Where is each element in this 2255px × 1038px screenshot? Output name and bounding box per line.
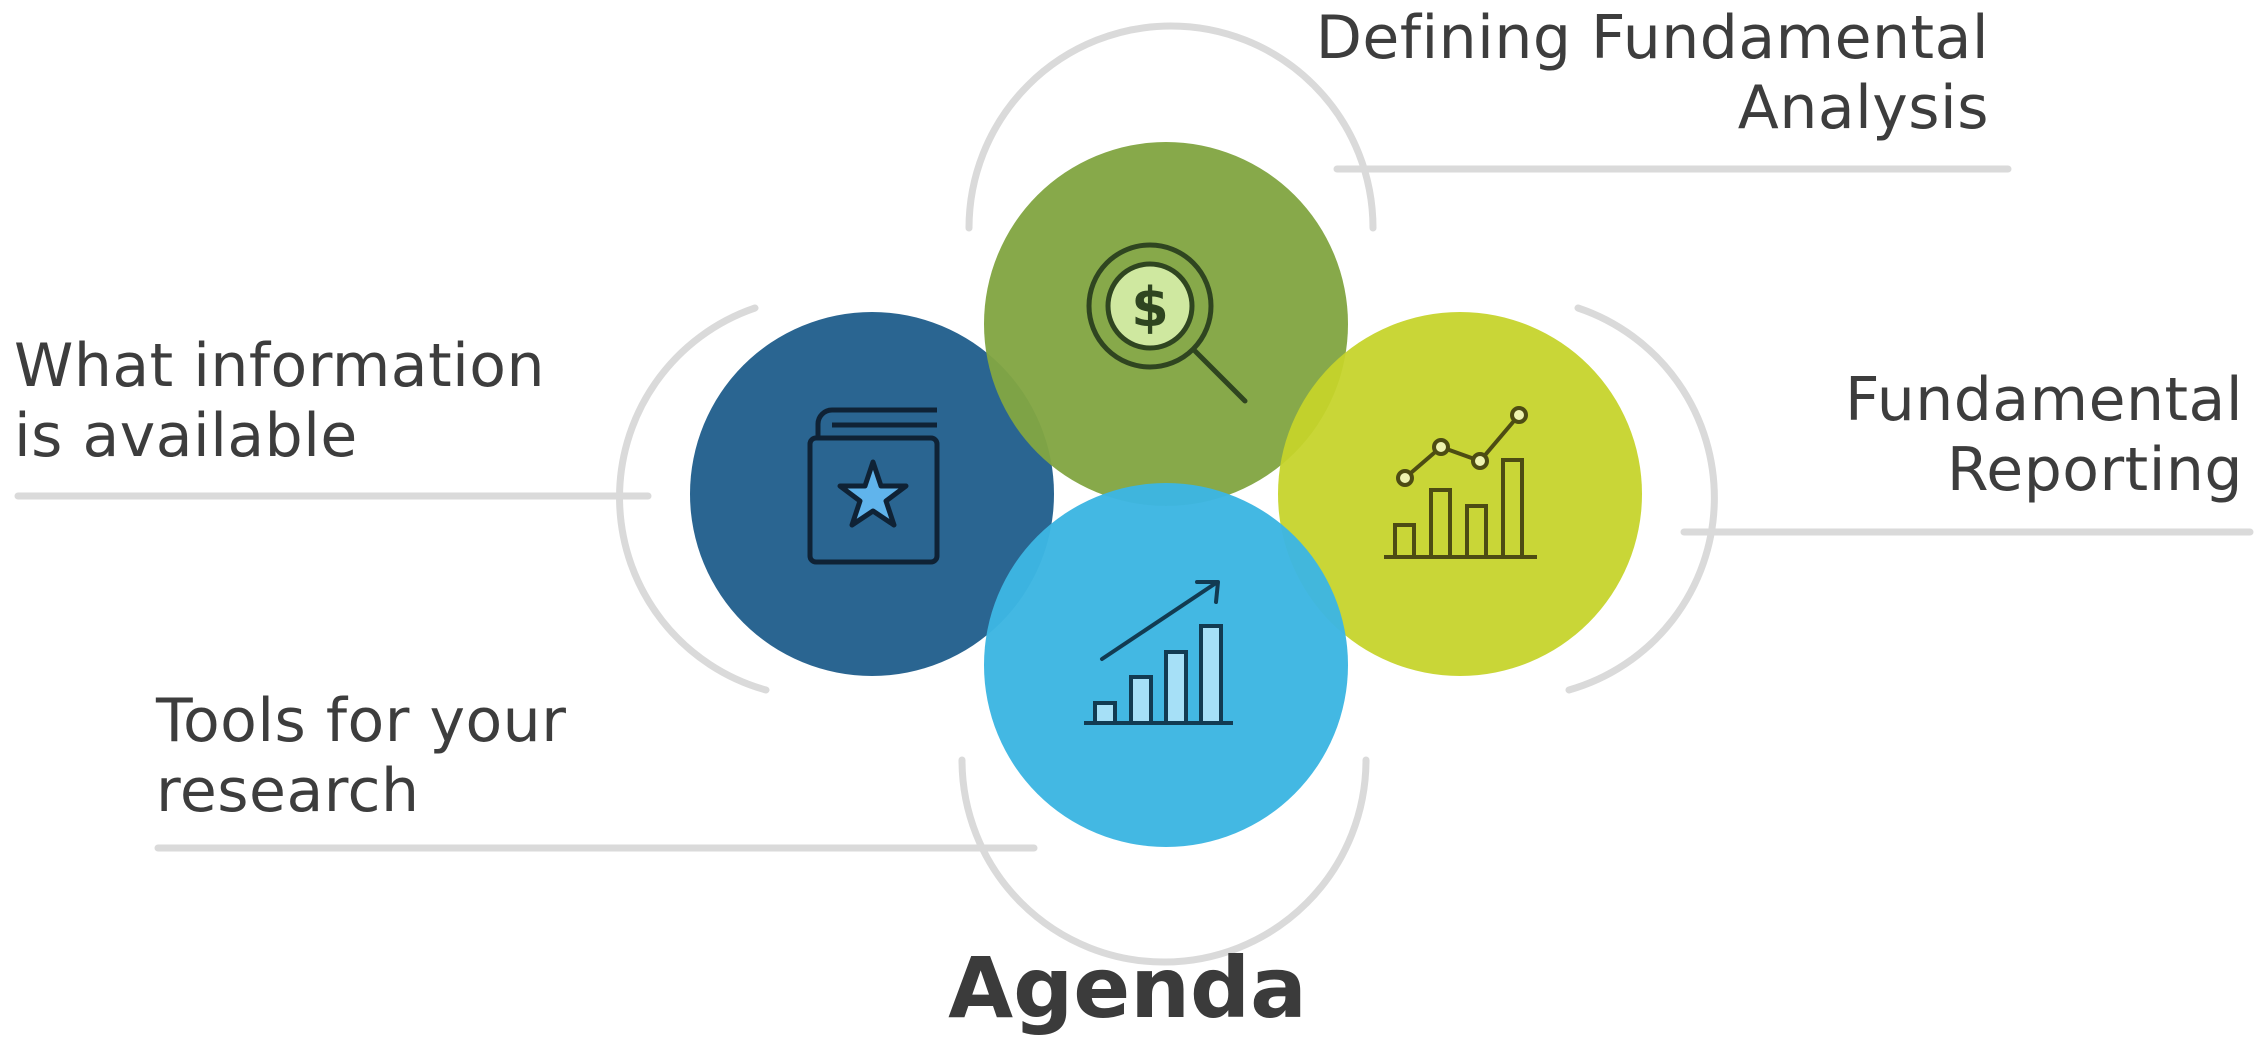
topic-label-line: Defining Fundamental (1315, 3, 1989, 73)
circle-reporting (1278, 312, 1642, 676)
topic-label-defining: Defining Fundamental Analysis (1316, 3, 1989, 143)
svg-text:$: $ (1131, 276, 1169, 339)
topic-label-line: Tools for your (156, 686, 567, 756)
topic-label-information: What information is available (14, 331, 545, 471)
arc-bottom (958, 756, 1370, 966)
arc-left (616, 304, 770, 694)
topic-label-line: research (156, 756, 420, 826)
topic-label-reporting: Fundamental Reporting (1845, 365, 2243, 505)
line-bar-chart-icon (1384, 406, 1537, 559)
topic-label-line: is available (14, 401, 358, 471)
page-title: Agenda (948, 939, 1307, 1037)
arc-right (1565, 304, 1718, 694)
topic-label-line: Analysis (1737, 73, 1989, 143)
connector-lines (14, 165, 2254, 852)
topic-label-line: What information (14, 331, 546, 401)
topic-label-line: Reporting (1946, 435, 2243, 505)
topic-label-line: Fundamental (1845, 365, 2243, 435)
growth-bar-chart-icon (1084, 580, 1233, 725)
outer-arcs (616, 22, 1718, 966)
arc-top (965, 22, 1377, 232)
magnifier-dollar-icon: $ (1086, 242, 1248, 404)
book-star-icon (807, 407, 940, 565)
topic-label-tools: Tools for your research (156, 686, 566, 826)
